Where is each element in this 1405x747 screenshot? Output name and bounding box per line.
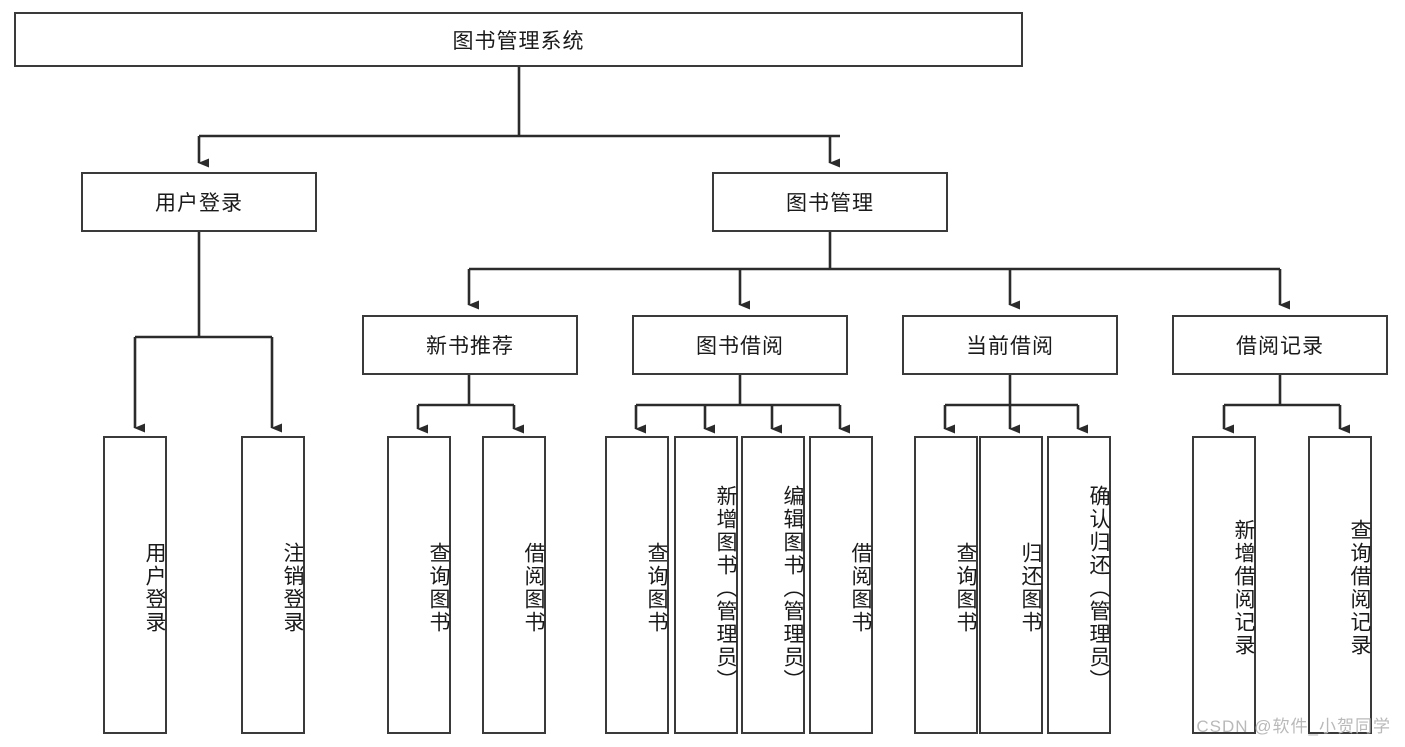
node-current-borrow-label: 当前借阅	[966, 335, 1054, 358]
leaf-current-search[interactable]: 查询图书	[914, 436, 978, 734]
leaf-borrow-add-book[interactable]: 新增图书（管理员）	[674, 436, 738, 734]
leaf-current-search-label: 查询图书	[954, 542, 977, 634]
node-book-management[interactable]: 图书管理	[712, 172, 948, 232]
leaf-newbook-search-label: 查询图书	[427, 542, 450, 634]
leaf-newbook-borrow[interactable]: 借阅图书	[482, 436, 546, 734]
node-user-login-label: 用户登录	[155, 192, 243, 215]
leaf-current-return-label: 归还图书	[1019, 542, 1042, 634]
leaf-borrow-add-book-label: 新增图书（管理员）	[714, 484, 737, 692]
node-root[interactable]: 图书管理系统	[14, 12, 1023, 67]
node-new-book-recommend[interactable]: 新书推荐	[362, 315, 578, 375]
leaf-newbook-search[interactable]: 查询图书	[387, 436, 451, 734]
leaf-current-return[interactable]: 归还图书	[979, 436, 1043, 734]
leaf-borrow-search[interactable]: 查询图书	[605, 436, 669, 734]
node-root-label: 图书管理系统	[452, 29, 585, 53]
node-book-borrow-label: 图书借阅	[696, 335, 784, 358]
leaf-user-login-signin[interactable]: 用户登录	[103, 436, 167, 734]
watermark: CSDN @软件_小贺同学	[1196, 717, 1391, 736]
leaf-current-confirm-return-label: 确认归还（管理员）	[1087, 484, 1110, 692]
leaf-borrow-borrow-book[interactable]: 借阅图书	[809, 436, 873, 734]
node-book-management-label: 图书管理	[786, 192, 874, 215]
leaf-borrow-search-label: 查询图书	[645, 542, 668, 634]
leaf-user-login-signin-label: 用户登录	[143, 542, 166, 634]
node-user-login[interactable]: 用户登录	[81, 172, 317, 232]
leaf-borrow-edit-book[interactable]: 编辑图书（管理员）	[741, 436, 805, 734]
leaf-current-confirm-return[interactable]: 确认归还（管理员）	[1047, 436, 1111, 734]
node-new-book-recommend-label: 新书推荐	[426, 335, 514, 358]
node-book-borrow[interactable]: 图书借阅	[632, 315, 848, 375]
leaf-records-add-label: 新增借阅记录	[1232, 519, 1255, 657]
leaf-borrow-borrow-book-label: 借阅图书	[849, 542, 872, 634]
leaf-user-login-signout-label: 注销登录	[281, 542, 304, 634]
node-borrow-records[interactable]: 借阅记录	[1172, 315, 1388, 375]
leaf-records-add[interactable]: 新增借阅记录	[1192, 436, 1256, 734]
leaf-user-login-signout[interactable]: 注销登录	[241, 436, 305, 734]
leaf-newbook-borrow-label: 借阅图书	[522, 542, 545, 634]
node-current-borrow[interactable]: 当前借阅	[902, 315, 1118, 375]
node-borrow-records-label: 借阅记录	[1236, 335, 1324, 358]
leaf-records-search[interactable]: 查询借阅记录	[1308, 436, 1372, 734]
leaf-records-search-label: 查询借阅记录	[1348, 519, 1371, 657]
leaf-borrow-edit-book-label: 编辑图书（管理员）	[781, 484, 804, 692]
